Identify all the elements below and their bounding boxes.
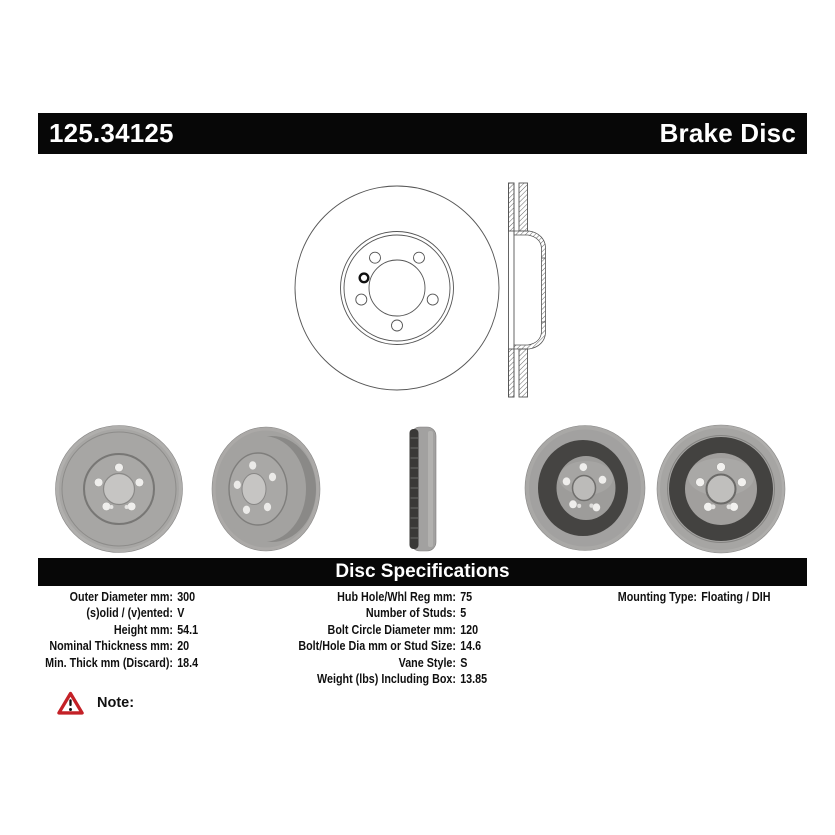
product-title: Brake Disc bbox=[659, 118, 796, 148]
note-label: Note: bbox=[97, 695, 135, 711]
specifications-header-bar: Disc Specifications bbox=[38, 558, 807, 586]
spec-row-vane-style: Vane Style: S bbox=[398, 654, 468, 670]
photo-disc-edge bbox=[409, 426, 437, 552]
spec-row-nominal-thickness: Nominal Thickness mm: 20 bbox=[49, 638, 190, 654]
spec-row-number-of-studs: Number of Studs: 5 bbox=[365, 605, 467, 621]
header-bar: 125.34125 Brake Disc bbox=[38, 113, 807, 154]
photo-disc-angled-front bbox=[211, 426, 321, 552]
specifications-title: Disc Specifications bbox=[335, 561, 510, 582]
technical-drawing bbox=[294, 182, 546, 398]
spec-column-dimensions: Outer Diameter mm: 300 (s)olid / (v)ente… bbox=[39, 589, 199, 671]
note-row: Note: bbox=[57, 691, 134, 715]
spec-row-weight: Weight (lbs) Including Box: 13.85 bbox=[317, 671, 488, 687]
product-photo-row bbox=[55, 424, 786, 554]
warning-triangle-icon bbox=[57, 691, 84, 715]
drawing-front-view bbox=[294, 185, 500, 391]
photo-disc-front bbox=[55, 425, 183, 553]
spec-row-outer-diameter: Outer Diameter mm: 300 bbox=[69, 589, 196, 604]
photo-disc-angled-rear bbox=[524, 425, 646, 551]
set-screw-hole-marker bbox=[358, 272, 370, 284]
drawing-cross-section bbox=[508, 182, 546, 398]
spec-column-mounting: Hub Hole/Whl Reg mm: 75 Number of Studs:… bbox=[288, 589, 487, 687]
spec-row-bolt-circle-diameter: Bolt Circle Diameter mm: 120 bbox=[327, 621, 479, 637]
spec-row-mounting-type: Mounting Type: Floating / DIH bbox=[617, 589, 771, 604]
spec-row-bolt-hole-dia: Bolt/Hole Dia mm or Stud Size: 14.6 bbox=[298, 638, 482, 654]
spec-row-hub-hole: Hub Hole/Whl Reg mm: 75 bbox=[337, 589, 473, 604]
spec-row-solid-vented: (s)olid / (v)ented: V bbox=[86, 605, 185, 621]
spec-row-height: Height mm: 54.1 bbox=[113, 621, 199, 637]
part-number: 125.34125 bbox=[49, 118, 174, 148]
spec-row-min-thickness: Min. Thick mm (Discard): 18.4 bbox=[45, 654, 199, 670]
photo-disc-rear bbox=[656, 424, 786, 554]
spec-column-type: Mounting Type: Floating / DIH bbox=[605, 589, 771, 605]
